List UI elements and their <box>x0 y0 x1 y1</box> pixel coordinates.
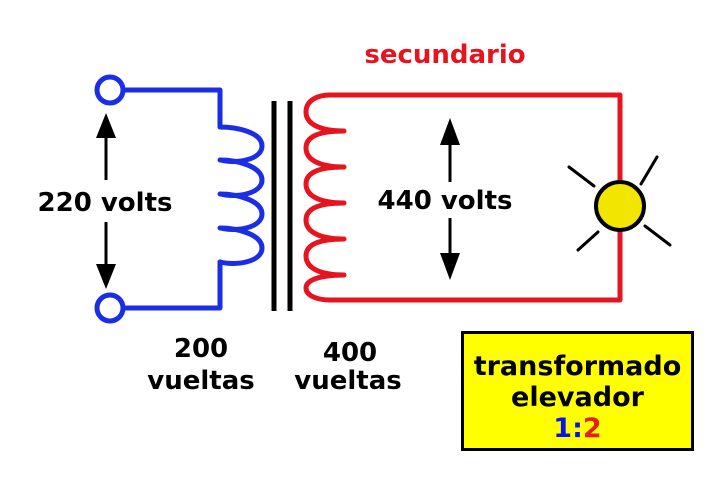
transformer-core <box>271 101 293 311</box>
secondary-turns-unit: vueltas <box>294 366 401 396</box>
secondary-coil <box>303 92 347 303</box>
secondary-top-wire <box>327 92 623 183</box>
primary-voltage-label: 220 volts <box>38 188 173 218</box>
primary-top-wire <box>121 87 223 130</box>
secondary-title: secundario <box>364 40 525 70</box>
transformer-type-box: transformado elevador 1:2 <box>461 331 694 451</box>
double-arrow-icon <box>96 113 116 289</box>
lamp-rays <box>567 155 672 252</box>
transformer-type-line2: elevador <box>511 382 644 413</box>
terminal-circle-icon <box>94 74 126 106</box>
terminal-circle-icon <box>94 292 126 324</box>
primary-bottom-wire <box>121 259 223 311</box>
lamp-bulb <box>594 180 646 232</box>
secondary-bottom-wire <box>327 229 623 303</box>
ratio-secondary: 2 <box>582 413 602 444</box>
primary-turns-unit: vueltas <box>147 366 254 396</box>
secondary-turns-number: 400 <box>323 338 377 368</box>
primary-turns-number: 200 <box>174 334 228 364</box>
ratio-primary: 1 <box>553 413 573 444</box>
light-bulb-icon <box>567 155 672 252</box>
secondary-voltage-label: 440 volts <box>378 186 513 216</box>
primary-circuit <box>94 74 265 324</box>
ratio-separator: : <box>572 413 583 444</box>
secondary-circuit <box>303 92 623 303</box>
transformer-type-line1: transformado <box>473 351 682 382</box>
double-arrow-icon <box>440 118 460 280</box>
turns-ratio: 1:2 <box>464 413 691 444</box>
primary-coil <box>217 124 265 266</box>
